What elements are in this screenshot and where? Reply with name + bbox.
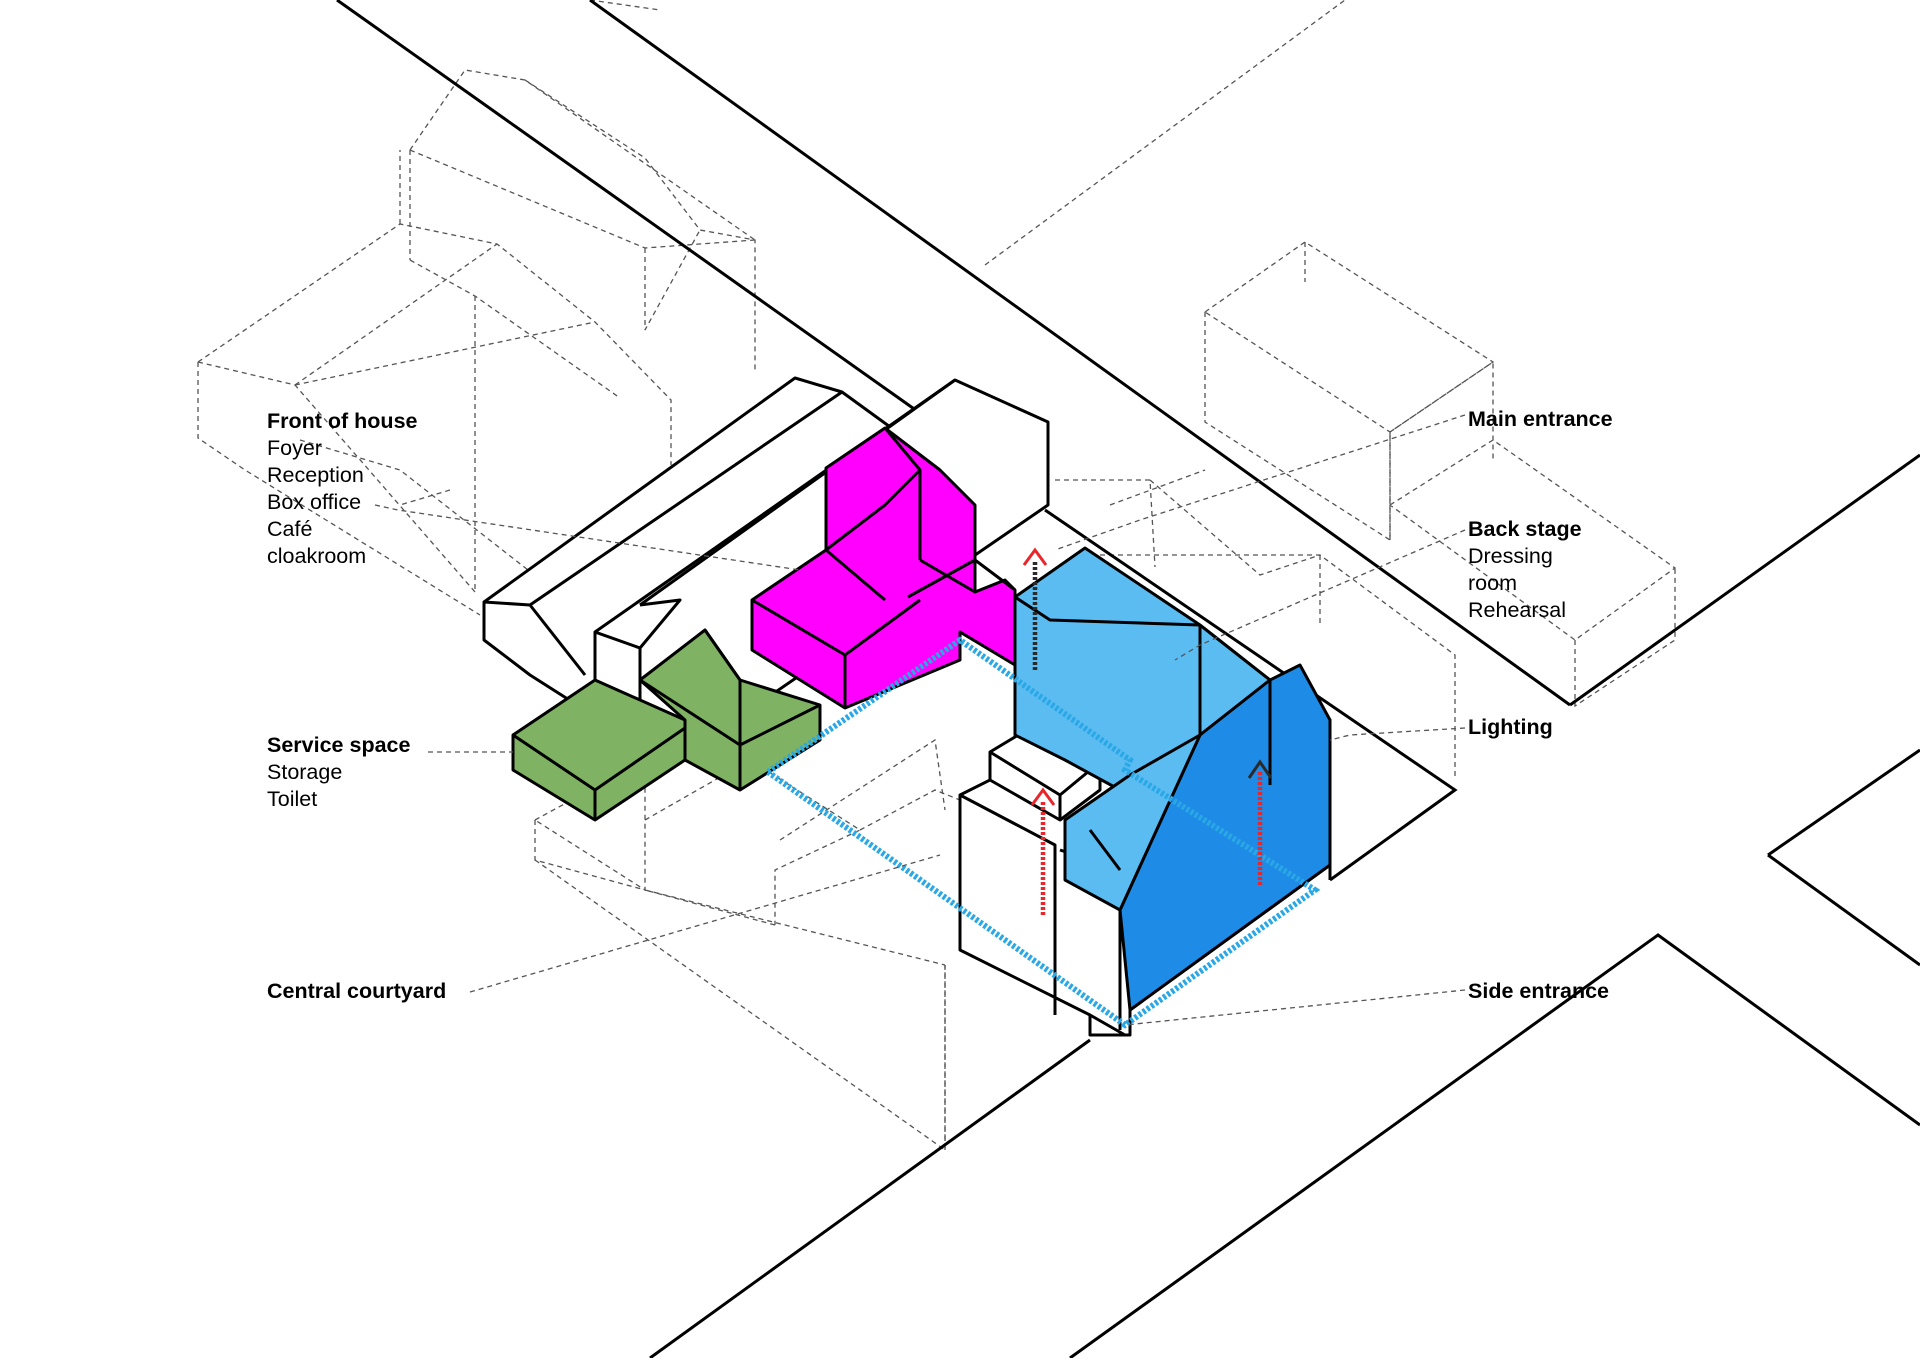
service-space-item-storage: Storage — [267, 760, 343, 784]
lighting-title: Lighting — [1468, 715, 1553, 739]
front-of-house-item-reception: Reception — [267, 463, 364, 487]
back-stage-volume — [1013, 546, 1332, 1012]
main-entrance-title: Main entrance — [1468, 407, 1613, 431]
label-main-entrance: Main entrance — [1468, 406, 1613, 433]
label-side-entrance: Side entrance — [1468, 978, 1609, 1005]
label-front-of-house: Front of house Foyer Reception Box offic… — [267, 408, 417, 570]
context-buildings — [197, 0, 1677, 1152]
back-stage-item-room: room — [1468, 571, 1517, 595]
label-service-space: Service space Storage Toilet — [267, 732, 410, 813]
label-central-courtyard: Central courtyard — [267, 978, 446, 1005]
front-of-house-item-cloakroom: cloakroom — [267, 544, 367, 568]
front-of-house-item-box-office: Box office — [267, 490, 362, 514]
back-stage-item-dressing: Dressing — [1468, 544, 1553, 568]
leader-lines — [374, 414, 1466, 1026]
back-stage-item-rehearsal: Rehearsal — [1468, 598, 1566, 622]
back-stage-title: Back stage — [1468, 517, 1582, 541]
central-courtyard-title: Central courtyard — [267, 979, 447, 1003]
service-space-volume — [511, 628, 822, 822]
side-entrance-title: Side entrance — [1468, 979, 1609, 1003]
label-lighting: Lighting — [1468, 714, 1553, 741]
service-space-item-toilet: Toilet — [267, 787, 318, 811]
street-lines — [336, 0, 1920, 1360]
label-back-stage: Back stage Dressing room Rehearsal — [1468, 516, 1582, 624]
service-space-title: Service space — [267, 733, 411, 757]
front-of-house-item-foyer: Foyer — [267, 436, 322, 460]
front-of-house-item-cafe: Café — [267, 517, 313, 541]
entrance-arrows — [1022, 547, 1273, 915]
front-of-house-title: Front of house — [267, 409, 418, 433]
courtyard-outline — [766, 636, 1321, 1029]
